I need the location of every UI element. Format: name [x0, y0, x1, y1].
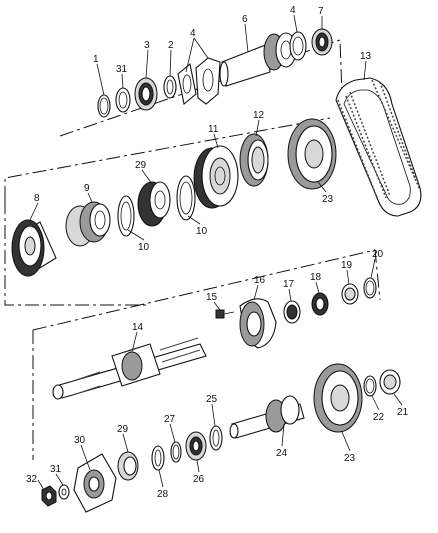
- synchronizer-hub-11: [193, 145, 239, 209]
- nut-32: [41, 485, 57, 507]
- bearing-17: [283, 300, 301, 324]
- section-dividers: [4, 39, 381, 460]
- snap-ring-2: [163, 75, 177, 99]
- callout-29-bottom: 29: [117, 424, 129, 435]
- oil-pump-plate-4-right: [195, 57, 221, 105]
- annulus-gear-9: [65, 201, 111, 247]
- callout-18: 18: [310, 272, 322, 283]
- snap-ring-22: [363, 375, 377, 397]
- shift-sleeve-12: [239, 133, 269, 187]
- callout-3: 3: [144, 40, 150, 51]
- bearing-18: [311, 292, 329, 316]
- callout-15: 15: [206, 292, 218, 303]
- input-shaft-14: [52, 337, 207, 400]
- callout-29-top: 29: [135, 160, 147, 171]
- drive-sprocket-23-bottom: [313, 363, 363, 433]
- callout-12: 12: [253, 110, 265, 121]
- callout-14: 14: [132, 322, 144, 333]
- drive-sprocket-23-top: [287, 118, 337, 190]
- callout-31-top: 31: [116, 64, 128, 75]
- oil-pump-plate-4-left: [177, 62, 197, 106]
- snap-ring-20: [363, 277, 377, 299]
- callout-labels: 1 31 3 2 4 6 4 7 13 12 11 29 8 9 10 10 2…: [26, 5, 409, 500]
- washer-31-bottom: [58, 484, 70, 500]
- bearing-26: [185, 431, 207, 461]
- callout-10-right: 10: [196, 226, 208, 237]
- callout-25: 25: [206, 394, 218, 405]
- seal-ring-4: [289, 31, 307, 61]
- callout-22: 22: [373, 412, 385, 423]
- callout-24: 24: [276, 448, 288, 459]
- callout-1: 1: [93, 54, 99, 65]
- callout-4-right: 4: [290, 5, 296, 16]
- callout-27: 27: [164, 414, 176, 425]
- planetary-carrier-8: [11, 219, 57, 277]
- callout-6: 6: [242, 14, 248, 25]
- thrust-washer-10-right: [176, 175, 196, 221]
- callout-2: 2: [168, 40, 174, 51]
- planetary-gear-29-top: [137, 181, 171, 227]
- yoke-30: [73, 453, 117, 513]
- thrust-washer-10-left: [117, 195, 135, 237]
- output-shaft-6: [219, 32, 297, 87]
- callout-10-left: 10: [138, 242, 150, 253]
- callout-30: 30: [74, 435, 86, 446]
- callout-17: 17: [283, 279, 295, 290]
- callout-31-bottom: 31: [50, 464, 62, 475]
- drive-chain-13: [335, 77, 422, 217]
- callout-23-top: 23: [322, 194, 334, 205]
- snap-ring-27: [170, 441, 182, 463]
- seal-29-bottom: [117, 451, 139, 481]
- washer-28: [151, 445, 165, 471]
- bolt-15: [215, 309, 235, 319]
- retainer-ring-31-top: [115, 87, 131, 113]
- callout-28: 28: [157, 489, 169, 500]
- snap-ring-25: [209, 425, 223, 451]
- callout-26: 26: [193, 474, 205, 485]
- callout-9: 9: [84, 183, 90, 194]
- callout-7: 7: [318, 6, 324, 17]
- callout-4-left: 4: [190, 28, 196, 39]
- callout-11: 11: [208, 124, 219, 135]
- bearing-19: [341, 283, 359, 305]
- callout-19: 19: [341, 260, 353, 271]
- bearing-21: [379, 369, 401, 395]
- callout-23-bottom: 23: [344, 453, 356, 464]
- callout-21: 21: [397, 407, 409, 418]
- rear-output-shaft-24: [229, 395, 305, 439]
- callout-20: 20: [372, 249, 384, 260]
- callout-32: 32: [26, 474, 38, 485]
- bearing-7: [311, 28, 333, 56]
- snap-ring-1: [97, 94, 111, 118]
- callout-13: 13: [360, 51, 372, 62]
- leader-lines: [29, 14, 403, 491]
- oil-pump-16: [239, 298, 277, 349]
- callout-16: 16: [254, 275, 266, 286]
- bearing-3: [134, 77, 158, 111]
- callout-8: 8: [34, 193, 40, 204]
